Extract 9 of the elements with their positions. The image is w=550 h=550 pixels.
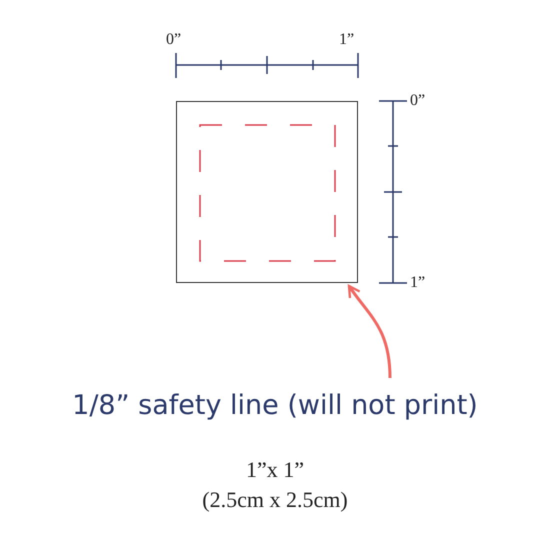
- curved-arrow: [348, 284, 392, 378]
- size-label: (2.5cm x 2.5cm): [202, 486, 348, 514]
- dimension-label: 0”: [166, 30, 182, 50]
- dimension-label: 0”: [410, 91, 426, 111]
- dimension-label: 1”: [410, 273, 426, 293]
- size-label: 1”x 1”: [246, 456, 304, 484]
- callout-text: 1/8” safety line (will not print): [15, 386, 535, 426]
- sticker-outline: [176, 101, 358, 283]
- dimension-label: 1”: [339, 30, 354, 50]
